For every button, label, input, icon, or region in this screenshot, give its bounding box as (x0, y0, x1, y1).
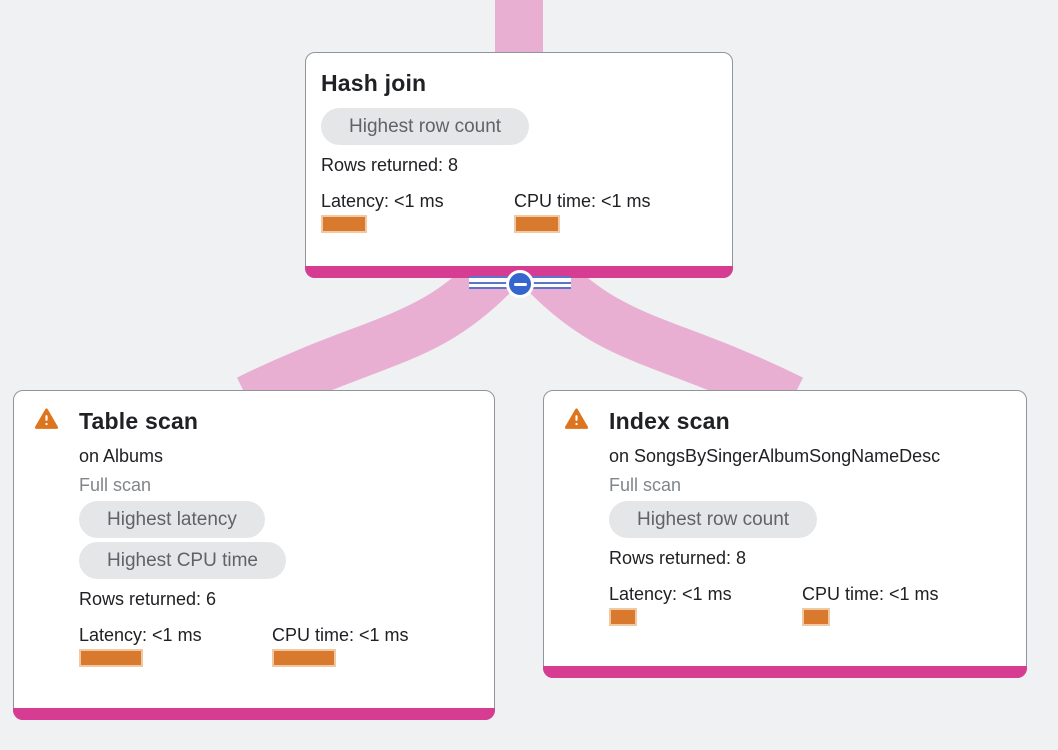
status-badge: Highest row count (321, 108, 530, 145)
cpu-time-label: CPU time: <1 ms (272, 625, 409, 645)
node-target: on SongsBySingerAlbumSongNameDesc (609, 446, 941, 466)
status-badge: Highest row count (609, 501, 818, 538)
collapse-children-button[interactable] (506, 270, 534, 298)
cpu-time-label: CPU time: <1 ms (802, 584, 939, 604)
node-table-scan[interactable]: Table scan on Albums Full scan Highest l… (13, 390, 495, 720)
node-title: Table scan (79, 408, 199, 434)
node-title: Hash join (321, 70, 427, 96)
latency-label: Latency: <1 ms (79, 625, 202, 645)
node-hash-join[interactable]: Hash join Highest row count Rows returne… (305, 52, 733, 278)
node-accent-bar (13, 708, 495, 720)
latency-bar (609, 608, 637, 626)
node-target: on Albums (79, 446, 164, 466)
cpu-time-bar (272, 649, 336, 667)
latency-label: Latency: <1 ms (321, 191, 444, 211)
rows-returned-label: Rows returned: 6 (79, 589, 217, 609)
rows-returned-label: Rows returned: 8 (321, 155, 459, 175)
warning-icon (35, 408, 58, 429)
edge-hash-join-to-index-scan (516, 245, 804, 423)
node-accent-bar (543, 666, 1027, 678)
cpu-time-label: CPU time: <1 ms (514, 191, 651, 211)
latency-bar (79, 649, 143, 667)
cpu-time-bar (514, 215, 560, 233)
status-badge: Highest CPU time (79, 542, 286, 579)
minus-icon (513, 282, 527, 286)
cpu-time-bar (802, 608, 830, 626)
scan-mode-label: Full scan (79, 475, 152, 495)
warning-icon (565, 408, 588, 429)
latency-bar (321, 215, 367, 233)
node-index-scan[interactable]: Index scan on SongsBySingerAlbumSongName… (543, 390, 1027, 678)
rows-returned-label: Rows returned: 8 (609, 548, 747, 568)
node-title: Index scan (609, 408, 730, 434)
latency-label: Latency: <1 ms (609, 584, 732, 604)
edge-parent-to-hash-join (495, 0, 543, 54)
scan-mode-label: Full scan (609, 475, 682, 495)
status-badge: Highest latency (79, 501, 265, 538)
edge-hash-join-to-table-scan (236, 245, 524, 423)
